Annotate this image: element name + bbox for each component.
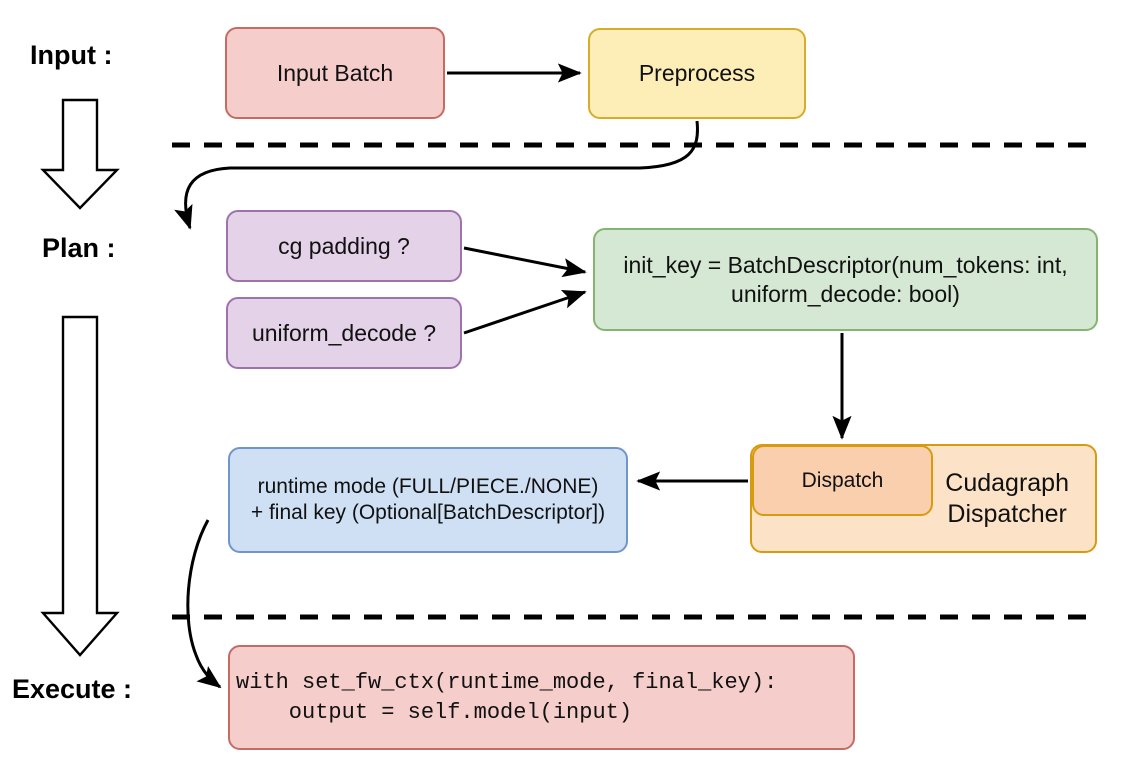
node-exec-code-line2: output = self.model(input) xyxy=(236,699,633,725)
node-runtime-mode-line2: + final key (Optional[BatchDescriptor]) xyxy=(250,501,606,524)
node-input-batch-label: Input Batch xyxy=(276,59,394,86)
node-cg-padding[interactable]: cg padding ? xyxy=(226,210,462,282)
node-init-key-line1: init_key = BatchDescriptor(num_tokens: i… xyxy=(623,252,1068,279)
stage-label-input: Input : xyxy=(30,40,113,70)
node-preprocess[interactable]: Preprocess xyxy=(588,28,806,119)
node-cudagraph-dispatcher-line1: Cudagraph xyxy=(945,469,1069,497)
node-runtime-mode-line1: runtime mode (FULL/PIECE./NONE) xyxy=(257,475,599,499)
node-init-key[interactable]: init_key = BatchDescriptor(num_tokens: i… xyxy=(593,228,1098,331)
node-exec-code-line1: with set_fw_ctx(runtime_mode, final_key)… xyxy=(236,669,778,695)
node-uniform-decode[interactable]: uniform_decode ? xyxy=(226,297,462,369)
node-input-batch[interactable]: Input Batch xyxy=(225,27,445,119)
node-cg-padding-label: cg padding ? xyxy=(278,232,410,259)
node-preprocess-label: Preprocess xyxy=(638,60,756,87)
node-dispatch[interactable]: Dispatch xyxy=(752,445,933,516)
node-exec-code[interactable]: with set_fw_ctx(runtime_mode, final_key)… xyxy=(228,645,855,750)
node-runtime-mode[interactable]: runtime mode (FULL/PIECE./NONE) + final … xyxy=(228,447,628,553)
node-exec-code-text: with set_fw_ctx(runtime_mode, final_key)… xyxy=(236,668,777,727)
stage-label-plan: Plan : xyxy=(42,233,116,263)
node-dispatch-label: Dispatch xyxy=(801,468,884,492)
node-cudagraph-dispatcher-text: Cudagraph Dispatcher xyxy=(945,468,1069,529)
cg-padding-to-init-key-connector xyxy=(463,246,587,278)
runtime-mode-to-exec-code-connector xyxy=(186,519,222,689)
input-to-plan-arrow xyxy=(40,98,120,210)
uniform-decode-to-init-key-connector xyxy=(463,290,587,335)
stage-label-execute: Execute : xyxy=(12,674,133,704)
plan-to-execute-arrow xyxy=(40,315,120,657)
node-init-key-line2: uniform_decode: bool) xyxy=(731,280,960,307)
node-init-key-text: init_key = BatchDescriptor(num_tokens: i… xyxy=(623,251,1067,307)
node-cudagraph-dispatcher-line2: Dispatcher xyxy=(947,499,1067,528)
node-uniform-decode-label: uniform_decode ? xyxy=(251,319,437,346)
node-runtime-mode-text: runtime mode (FULL/PIECE./NONE) + final … xyxy=(251,474,605,525)
